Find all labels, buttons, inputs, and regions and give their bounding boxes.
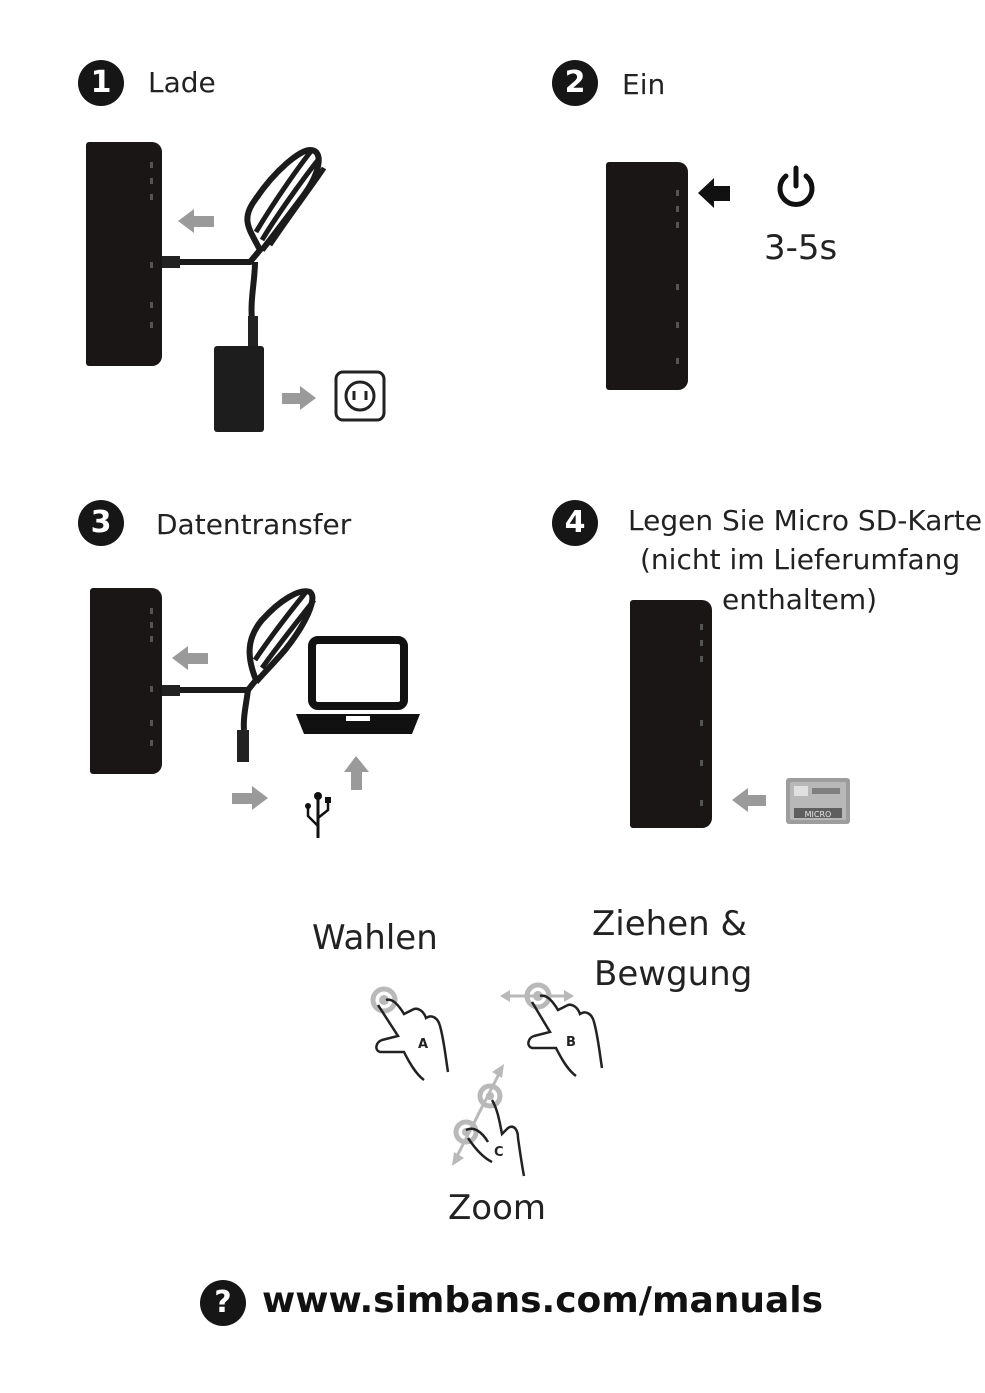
gesture-letter-a: A: [418, 1037, 428, 1052]
hand-zoom-icon: C: [452, 1064, 524, 1176]
gesture-letter-c: C: [494, 1145, 504, 1160]
gesture-letter-b: B: [566, 1035, 576, 1050]
hand-tap-icon: A: [373, 989, 448, 1080]
help-icon: ?: [200, 1280, 246, 1326]
hand-drag-icon: B: [500, 985, 602, 1076]
manual-url-link[interactable]: www.simbans.com/manuals: [262, 1280, 823, 1321]
